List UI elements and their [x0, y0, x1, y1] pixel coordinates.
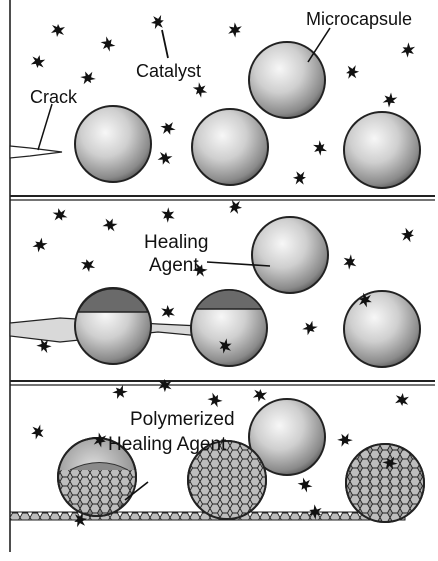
catalyst-particle-icon: [335, 430, 354, 449]
catalyst-particle-icon: [98, 35, 117, 54]
panel-1-intact: Microcapsule Catalyst Crack: [10, 9, 420, 188]
catalyst-particle-icon: [340, 253, 359, 272]
catalyst-particle-icon: [149, 14, 165, 31]
catalyst-particle-icon: [296, 475, 315, 494]
catalyst-particle-icon: [102, 216, 119, 232]
catalyst-particle-icon: [400, 41, 418, 59]
microcapsule-leader-line: [308, 28, 330, 62]
catalyst-particle-icon: [51, 206, 69, 223]
catalyst-particle-icon: [395, 393, 409, 406]
catalyst-particle-icon: [157, 151, 173, 166]
catalyst-particle-icon: [205, 391, 224, 409]
catalyst-label: Catalyst: [136, 61, 201, 81]
catalyst-particle-icon: [292, 170, 306, 185]
microcapsule: [344, 291, 420, 367]
catalyst-particle-icon: [159, 205, 178, 224]
catalyst-particle-icon: [159, 119, 177, 137]
catalyst-leader-line: [162, 30, 168, 58]
catalyst-particle-icon: [401, 228, 415, 243]
microcapsule: [192, 109, 268, 185]
catalyst-particle-icon: [80, 257, 97, 274]
panel-3-polymerized: Polymerized Healing Agent: [10, 399, 433, 528]
panel-2-healing-agent-release: Healing Agent: [10, 217, 420, 367]
catalyst-particle-icon: [300, 318, 319, 337]
catalyst-particle-icon: [229, 200, 242, 214]
ruptured-microcapsule: [191, 290, 267, 366]
catalyst-particle-icon: [226, 21, 243, 39]
polymerized-healing-agent-label: Polymerized Healing Agent: [108, 409, 240, 455]
crack-leader-line: [38, 104, 52, 150]
catalyst-particle-icon: [111, 383, 130, 402]
microcapsule: [344, 112, 420, 188]
catalyst-particle-icon: [253, 389, 268, 403]
catalyst-particle-icon: [31, 236, 50, 255]
crack-label: Crack: [30, 87, 78, 107]
microcapsule: [252, 217, 328, 293]
catalyst-particle-icon: [51, 24, 65, 37]
catalyst-particle-icon: [345, 64, 360, 80]
microcapsule: [75, 106, 151, 182]
catalyst-particle-icon: [191, 80, 210, 99]
catalyst-particle-icon: [31, 54, 46, 68]
catalyst-particle-icon: [310, 139, 329, 158]
catalyst-particle-icon: [29, 423, 46, 441]
ruptured-microcapsule: [75, 288, 151, 364]
microcapsule-label: Microcapsule: [306, 9, 412, 29]
catalyst-particle-icon: [160, 304, 176, 320]
catalyst-particle-icon: [380, 90, 398, 109]
catalyst-particle-icon: [78, 68, 97, 86]
crack: [10, 146, 62, 158]
